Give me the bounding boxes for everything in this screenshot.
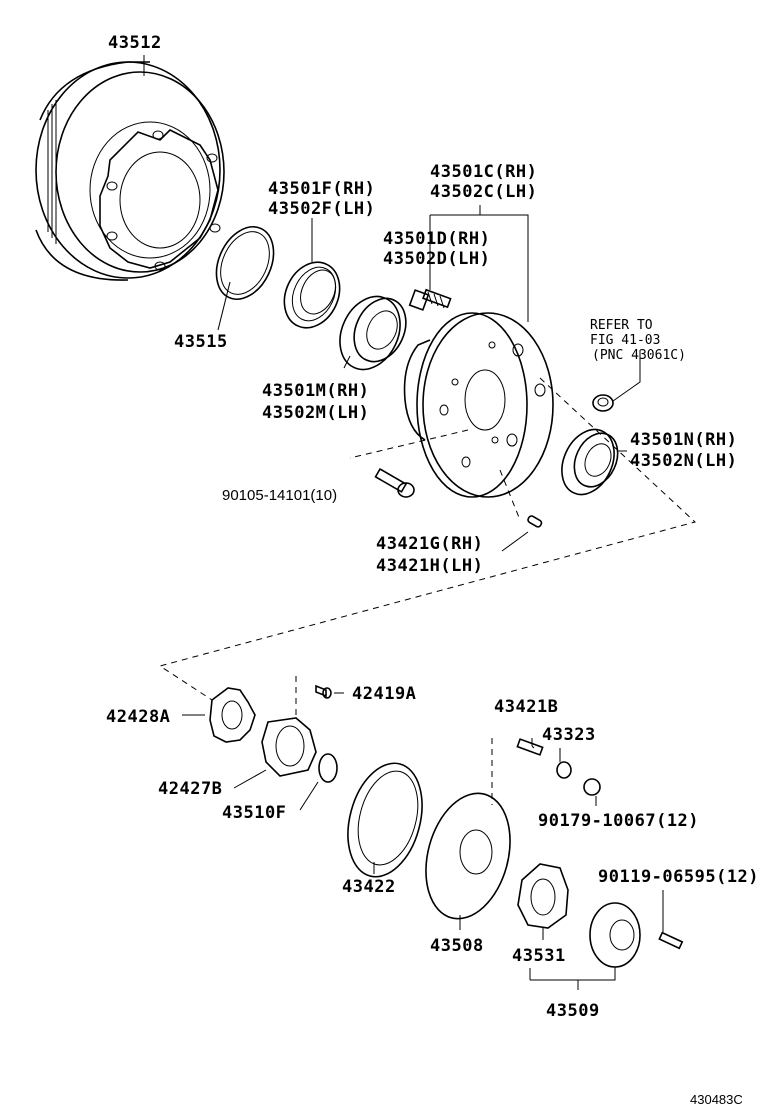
- bearing-43501N: [561, 428, 619, 496]
- label-42419A: 42419A: [352, 684, 416, 704]
- flange-43508: [425, 792, 511, 920]
- bearing-43501M: [339, 295, 407, 371]
- bolt-90119: [658, 931, 684, 950]
- label-43501C: 43501C(RH): [430, 162, 537, 182]
- label-43509: 43509: [546, 1001, 600, 1021]
- label-43515: 43515: [174, 332, 228, 352]
- label-43501F: 43501F(RH): [268, 179, 375, 199]
- dashed-assembly-lines: [158, 377, 697, 805]
- label-43531: 43531: [512, 946, 566, 966]
- lock-nut-42427B: [261, 717, 317, 777]
- label-43508: 43508: [430, 936, 484, 956]
- label-43422: 43422: [342, 877, 396, 897]
- label-43502N: 43502N(LH): [630, 451, 737, 471]
- snap-ring-43510F: [318, 753, 338, 783]
- hub-nut-ref: [592, 394, 614, 412]
- label-90179: 90179-10067(12): [538, 811, 699, 831]
- lock-washer-42428A: [209, 687, 256, 743]
- label-43501D: 43501D(RH): [383, 229, 490, 249]
- hub-cap-43509: [589, 902, 641, 968]
- leader-lines: [143, 55, 664, 990]
- label-43421H: 43421H(LH): [376, 556, 483, 576]
- oil-seal-43501F: [283, 261, 341, 329]
- label-43512: 43512: [108, 33, 162, 53]
- pin-43421G: [527, 515, 543, 528]
- brake-disc-43512: [35, 61, 225, 281]
- label-43323: 43323: [542, 725, 596, 745]
- refer-note-line3: (PNC 43061C): [592, 348, 686, 363]
- label-43502D: 43502D(LH): [383, 249, 490, 269]
- washer-43323: [556, 761, 572, 779]
- gasket-43531: [517, 863, 569, 929]
- label-42427B: 42427B: [158, 779, 222, 799]
- label-43501N: 43501N(RH): [630, 430, 737, 450]
- gasket-43422: [347, 762, 423, 878]
- label-42428A: 42428A: [106, 707, 170, 727]
- screw-42419A: [315, 684, 332, 699]
- axle-hub-43501C: [403, 312, 554, 498]
- label-43501M: 43501M(RH): [262, 381, 369, 401]
- bolt-90105: [374, 467, 415, 498]
- label-43502M: 43502M(LH): [262, 403, 369, 423]
- drawing-code: 430483C: [690, 1092, 743, 1107]
- part-labels: 43512 43515 43501F(RH) 43502F(LH) 43501C…: [106, 33, 759, 1021]
- label-90105: 90105-14101(10): [222, 487, 337, 504]
- stud-43421B: [516, 738, 544, 756]
- label-43510F: 43510F: [222, 803, 286, 823]
- label-43421G: 43421G(RH): [376, 534, 483, 554]
- refer-note-line1: REFER TO: [590, 318, 653, 333]
- label-43502C: 43502C(LH): [430, 182, 537, 202]
- sensor-rotor-43515: [215, 226, 275, 300]
- nut-90179: [583, 778, 601, 796]
- label-43421B: 43421B: [494, 697, 558, 717]
- label-90119: 90119-06595(12): [598, 867, 759, 887]
- label-43502F: 43502F(LH): [268, 199, 375, 219]
- hub-bolt-43501D: [408, 288, 452, 311]
- refer-note: REFER TO FIG 41-03 (PNC 43061C): [590, 318, 686, 363]
- refer-note-line2: FIG 41-03: [590, 333, 660, 348]
